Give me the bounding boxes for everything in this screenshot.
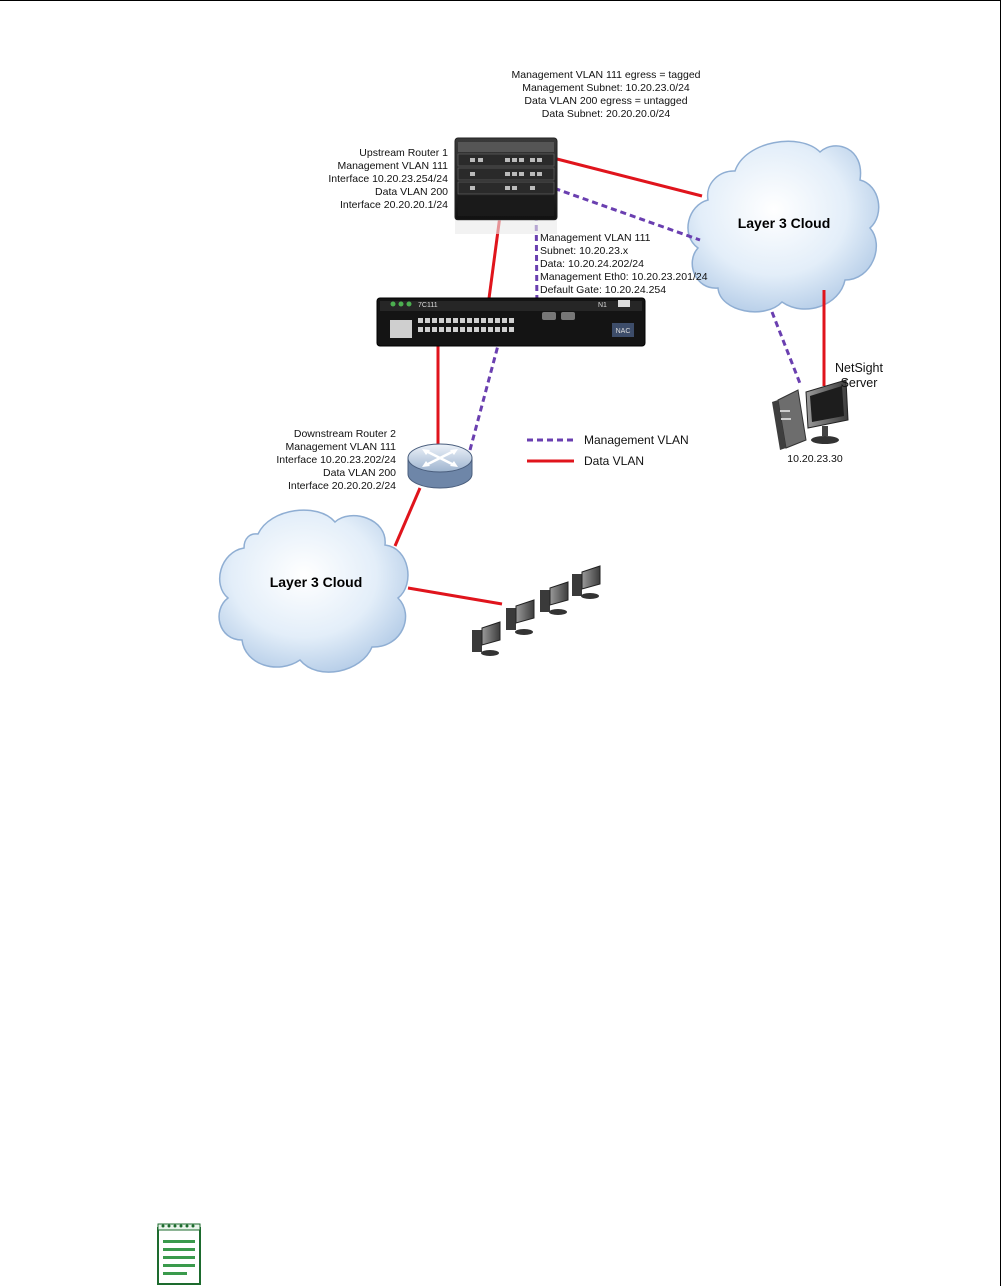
nac-info-line: Default Gate: 10.20.24.254 (540, 284, 666, 296)
nac-model-label: 7C111 (418, 302, 438, 309)
nac-info-line: Subnet: 10.20.23.x (540, 245, 629, 257)
downstream-router-line: Downstream Router 2 (294, 428, 396, 440)
top-annotation-line: Management VLAN 111 egress = tagged (511, 69, 700, 81)
layer3-cloud-top: Layer 3 Cloud (687, 140, 880, 313)
downstream-router-line: Interface 20.20.20.2/24 (288, 480, 396, 492)
upstream-router-line: Interface 20.20.20.1/24 (340, 199, 448, 211)
downstream-router-line: Data VLAN 200 (323, 467, 396, 479)
mgmt-link-cloud-netsight (770, 311, 803, 387)
downstream-router-icon (407, 443, 473, 489)
upstream-router-line: Upstream Router 1 (359, 147, 448, 159)
layer3-cloud-bottom: Layer 3 Cloud (218, 509, 409, 673)
upstream-router-line: Management VLAN 111 (337, 160, 448, 172)
top-annotation-line: Data VLAN 200 egress = untagged (524, 95, 687, 107)
mgmt-link-router1-cloud (544, 183, 701, 242)
cloud-top-label: Layer 3 Cloud (738, 215, 831, 231)
legend-management-label: Management VLAN (584, 433, 689, 447)
upstream-router-line: Interface 10.20.23.254/24 (328, 173, 448, 185)
cloud-bottom-label: Layer 3 Cloud (270, 574, 363, 590)
workstation-icon (472, 621, 501, 656)
client-workstations (472, 565, 601, 656)
nac-info-label: Management VLAN 111 Subnet: 10.20.23.x D… (540, 232, 708, 296)
data-link-cloud-clients (407, 586, 503, 606)
legend-data-label: Data VLAN (584, 454, 644, 468)
page-right-rule (1000, 0, 1001, 1286)
netsight-ip: 10.20.23.30 (787, 453, 843, 465)
nac-slot-label: N1 (598, 302, 607, 309)
top-annotation-line: Management Subnet: 10.20.23.0/24 (522, 82, 690, 94)
workstation-icon (572, 565, 601, 599)
top-annotation-line: Data Subnet: 20.20.20.0/24 (542, 108, 671, 120)
top-annotation: Management VLAN 111 egress = tagged Mana… (511, 69, 700, 120)
netsight-name-line2: Server (841, 376, 878, 390)
upstream-router-label: Upstream Router 1 Management VLAN 111 In… (328, 147, 448, 211)
downstream-router-line: Management VLAN 111 (285, 441, 396, 453)
nac-badge: NAC (616, 328, 631, 335)
nac-info-line: Management VLAN 111 (540, 232, 651, 244)
legend: Management VLAN Data VLAN (527, 433, 689, 468)
workstation-icon (540, 581, 569, 615)
netsight-server-icon (772, 379, 849, 450)
netsight-name-line1: NetSight (835, 361, 883, 375)
downstream-router-line: Interface 10.20.23.202/24 (276, 454, 396, 466)
nac-appliance: 7C111 N1 NAC (376, 297, 646, 347)
notepad-icon (157, 1223, 201, 1285)
data-link-router2-cloud (393, 487, 422, 547)
nac-info-line: Management Eth0: 10.20.23.201/24 (540, 271, 708, 283)
netsight-label: NetSight Server 10.20.23.30 (787, 361, 883, 465)
upstream-router-chassis (454, 137, 558, 234)
upstream-router-line: Data VLAN 200 (375, 186, 448, 198)
data-link-router1-cloud (552, 156, 703, 198)
downstream-router-label: Downstream Router 2 Management VLAN 111 … (276, 428, 396, 492)
page-top-rule (0, 0, 1000, 1)
nac-info-line: Data: 10.20.24.202/24 (540, 258, 644, 270)
workstation-icon (506, 599, 535, 635)
mgmt-link-nac-router2 (468, 337, 502, 451)
